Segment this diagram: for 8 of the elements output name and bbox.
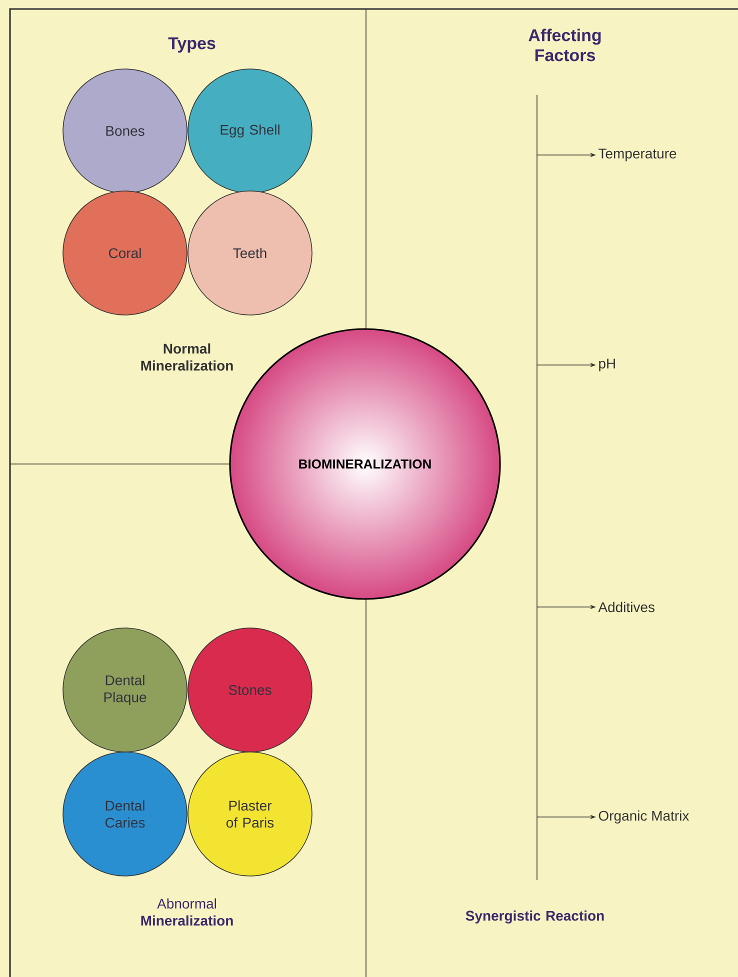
factor-label: Temperature	[598, 148, 676, 162]
factor-label: pH	[599, 358, 615, 372]
factor-label: Organic Matrix	[598, 810, 690, 824]
caption: Abnormal Mineralization	[141, 898, 233, 926]
heading: Affecting Factors	[528, 28, 601, 62]
factor-label: Additives	[598, 602, 654, 612]
caption: Synergistic Reaction	[466, 910, 604, 924]
heading: Types	[168, 37, 216, 53]
